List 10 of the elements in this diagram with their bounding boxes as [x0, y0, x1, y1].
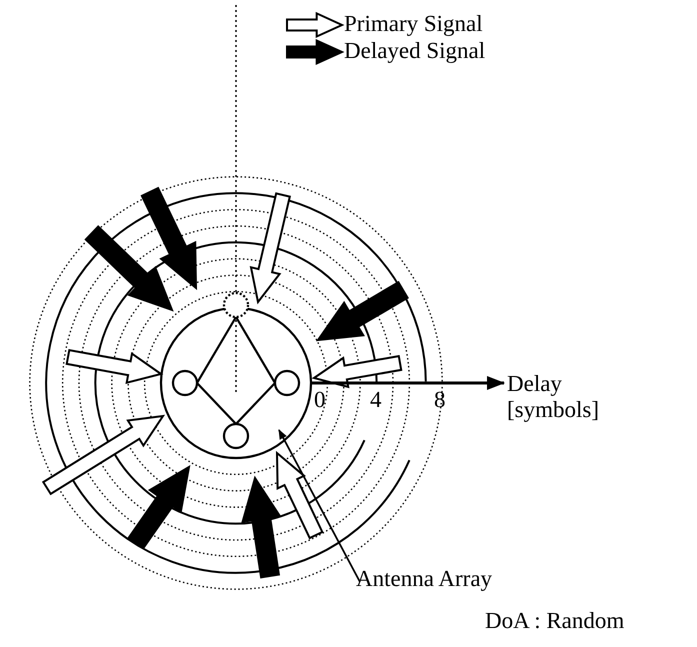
tick-label: 8 [434, 387, 446, 414]
note-text: DoA : Random [485, 608, 624, 634]
tick-label: 4 [370, 387, 382, 414]
legend-label: Delayed Signal [344, 38, 486, 64]
leader-line [278, 429, 361, 582]
callout-label: Antenna Array [356, 566, 492, 592]
legend-label: Primary Signal [344, 11, 483, 38]
tick-label: 0 [314, 387, 326, 414]
axis-label: Delay [symbols] [507, 371, 599, 424]
antenna-array-drawing [172, 292, 300, 450]
